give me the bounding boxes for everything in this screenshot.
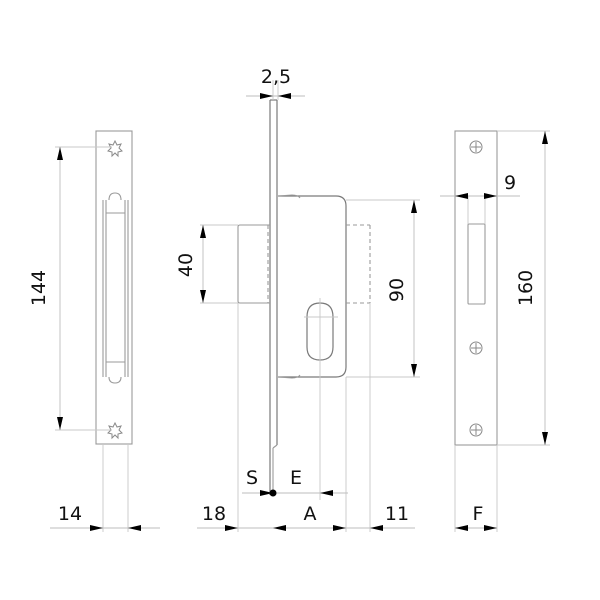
right-strike-plate: [440, 130, 550, 532]
label-a: A: [304, 503, 317, 525]
hidden-bolt: [346, 224, 371, 304]
keyhole: [304, 298, 338, 500]
left-plate-outline: [95, 130, 133, 445]
label-s: S: [246, 467, 258, 489]
latch-bolt: [237, 224, 270, 304]
dimension-2-5: [246, 93, 305, 99]
label-e: E: [290, 467, 302, 489]
dimension-14: [50, 525, 160, 531]
dimension-9: [440, 193, 520, 199]
reference-point: [269, 489, 277, 497]
label-9: 9: [504, 172, 516, 194]
dimension-90: [411, 200, 417, 377]
right-plate-outline: [454, 130, 498, 446]
right-plate-slot: [467, 223, 486, 305]
dimension-18-a-11: [197, 525, 415, 531]
lock-body: [197, 80, 420, 532]
dimension-144: [57, 147, 63, 430]
label-18: 18: [202, 503, 226, 525]
label-f: F: [473, 503, 484, 525]
dimension-f: [455, 525, 497, 531]
screw-icon: [469, 423, 483, 437]
left-plate-slot: [102, 192, 129, 384]
faceplate: [269, 99, 278, 495]
label-144: 144: [28, 270, 50, 306]
label-14: 14: [58, 503, 82, 525]
screw-icon: [469, 341, 483, 355]
label-40: 40: [175, 253, 197, 277]
dimension-s-e: [242, 489, 348, 497]
label-11: 11: [385, 503, 409, 525]
lock-case: [278, 195, 347, 378]
dimension-160: [542, 131, 548, 445]
screw-icon: [107, 421, 123, 440]
dimension-40: [200, 225, 206, 303]
label-2-5: 2,5: [261, 66, 291, 88]
screw-icon: [469, 140, 483, 154]
label-90: 90: [386, 278, 408, 302]
label-160: 160: [515, 270, 537, 306]
left-strike-plate: [50, 130, 160, 532]
screw-icon: [107, 139, 123, 158]
